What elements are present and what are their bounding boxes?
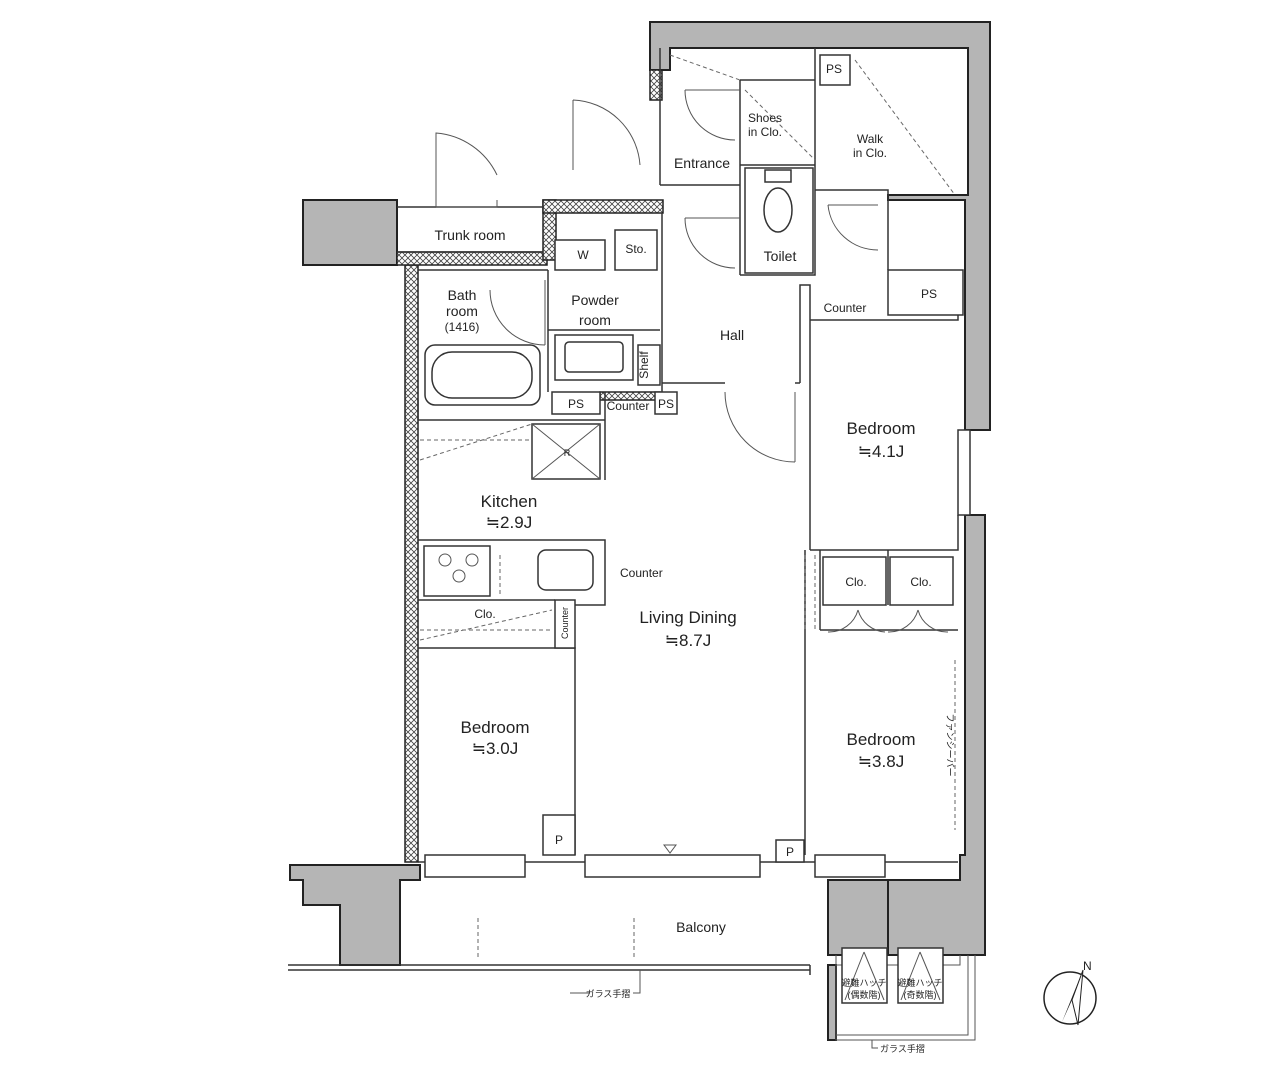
label-walk-in-clo-2: in Clo.	[853, 146, 887, 160]
label-fancy-bar: ファンシーバー	[945, 714, 955, 777]
label-balcony: Balcony	[676, 919, 726, 935]
label-hall: Hall	[720, 327, 744, 343]
label-closet: Clo.	[845, 575, 866, 589]
label-ps: PS	[921, 287, 937, 301]
label-counter-kitchen: Counter	[620, 566, 663, 580]
label-ps: PS	[568, 397, 584, 411]
label-shoes-clo: Shoes	[748, 111, 782, 125]
label-ps: PS	[658, 397, 674, 411]
label-shoes-clo-2: in Clo.	[748, 125, 782, 139]
label-bedroom-sw-size: ≒3.0J	[472, 739, 518, 758]
label-bath-size: (1416)	[445, 320, 480, 334]
label-living-dining: Living Dining	[639, 608, 736, 627]
label-storage: Sto.	[625, 242, 646, 256]
label-pipe: P	[555, 833, 563, 847]
label-kitchen-size: ≒2.9J	[486, 513, 532, 532]
label-walk-in-clo: Walk	[857, 132, 884, 146]
label-bath-2: room	[446, 303, 478, 319]
structural-walls	[289, 21, 991, 1041]
label-refrigerator: R	[564, 448, 571, 458]
north-compass: N	[1043, 959, 1097, 1026]
label-bedroom-ne-size: ≒4.1J	[858, 442, 904, 461]
label-trunk-room: Trunk room	[434, 227, 505, 243]
label-pipe: P	[786, 845, 794, 859]
label-entrance: Entrance	[674, 155, 730, 171]
label-hatch-odd-2: (奇数階)	[904, 989, 937, 1000]
label-bedroom-ne: Bedroom	[847, 419, 916, 438]
hatched-walls	[396, 69, 664, 863]
label-counter: Counter	[607, 399, 650, 413]
doors	[435, 89, 971, 633]
label-toilet: Toilet	[764, 248, 797, 264]
label-bath: Bath	[448, 287, 477, 303]
label-hatch-even: 避難ハッチ	[841, 977, 886, 988]
label-closet: Clo.	[910, 575, 931, 589]
label-kitchen: Kitchen	[481, 492, 538, 511]
label-ps: PS	[826, 62, 842, 76]
label-glass-rail: ガラス手摺	[586, 988, 631, 999]
label-powder-room-2: room	[579, 312, 611, 328]
label-washer: W	[577, 248, 589, 262]
label-hatch-even-2: (偶数階)	[848, 989, 881, 1000]
label-counter: Counter	[824, 301, 867, 315]
label-shelf: Shelf	[637, 351, 651, 379]
label-bedroom-se: Bedroom	[847, 730, 916, 749]
label-hatch-odd: 避難ハッチ	[897, 977, 942, 988]
north-label: N	[1083, 959, 1092, 973]
fixtures	[419, 54, 964, 1049]
interior-walls	[288, 48, 976, 1041]
label-bedroom-se-size: ≒3.8J	[858, 752, 904, 771]
label-powder-room: Powder	[571, 292, 619, 308]
label-glass-rail: ガラス手摺	[880, 1043, 925, 1054]
label-bedroom-sw: Bedroom	[461, 718, 530, 737]
label-counter-vertical: Counter	[560, 607, 570, 639]
label-closet: Clo.	[474, 607, 495, 621]
label-living-dining-size: ≒8.7J	[665, 631, 711, 650]
